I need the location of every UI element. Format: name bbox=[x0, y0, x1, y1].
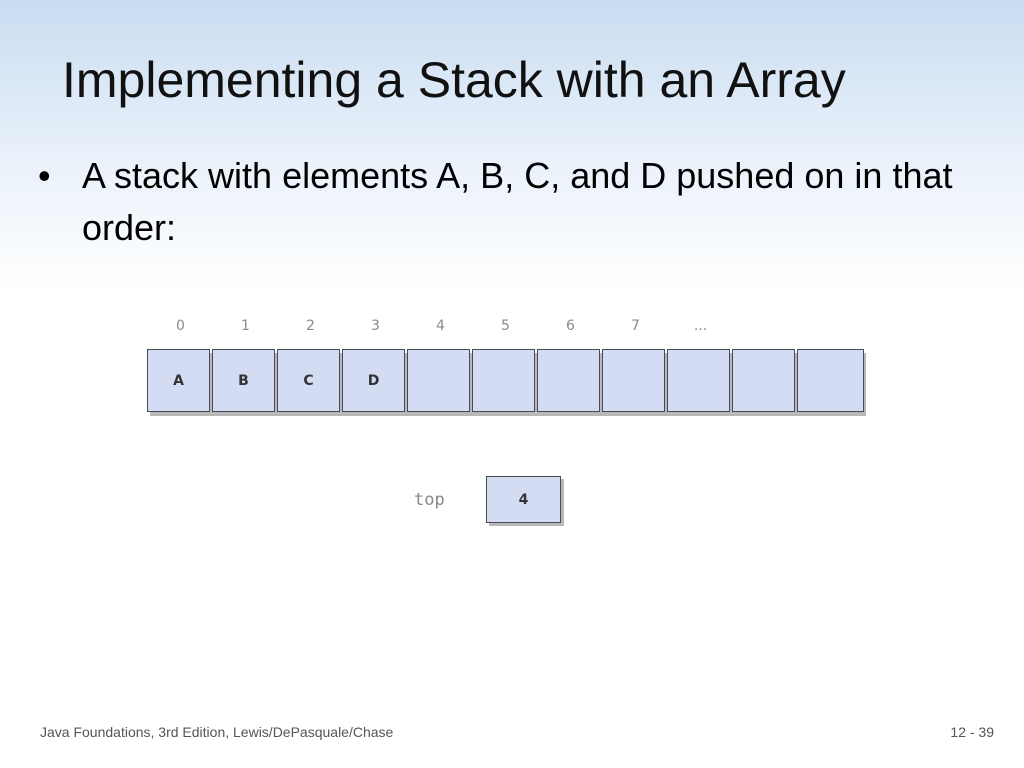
top-value-box: 4 bbox=[486, 476, 561, 523]
index-label: 5 bbox=[501, 318, 510, 334]
bullet-point: • A stack with elements A, B, C, and D p… bbox=[38, 150, 1008, 254]
index-label: 3 bbox=[371, 318, 380, 334]
bullet-text: A stack with elements A, B, C, and D pus… bbox=[82, 155, 953, 248]
array-cell: D bbox=[342, 349, 405, 412]
index-label: ... bbox=[693, 318, 708, 334]
array-cell bbox=[602, 349, 665, 412]
index-label: 0 bbox=[176, 318, 185, 334]
array-cell: C bbox=[277, 349, 340, 412]
footer-page-number: 12 - 39 bbox=[950, 724, 994, 740]
array-cell bbox=[797, 349, 864, 412]
slide-title: Implementing a Stack with an Array bbox=[62, 52, 846, 108]
array-cell bbox=[667, 349, 730, 412]
array-cell bbox=[472, 349, 535, 412]
index-label: 6 bbox=[566, 318, 575, 334]
bullet-dot: • bbox=[38, 155, 51, 196]
index-label: 4 bbox=[436, 318, 445, 334]
array-cell: B bbox=[212, 349, 275, 412]
footer-source: Java Foundations, 3rd Edition, Lewis/DeP… bbox=[40, 724, 394, 740]
index-label: 1 bbox=[241, 318, 250, 334]
index-label: 2 bbox=[306, 318, 315, 334]
array-cell bbox=[537, 349, 600, 412]
array-cell bbox=[407, 349, 470, 412]
array-cell bbox=[732, 349, 795, 412]
array-cell: A bbox=[147, 349, 210, 412]
index-label: 7 bbox=[631, 318, 640, 334]
top-label: top bbox=[414, 490, 445, 510]
